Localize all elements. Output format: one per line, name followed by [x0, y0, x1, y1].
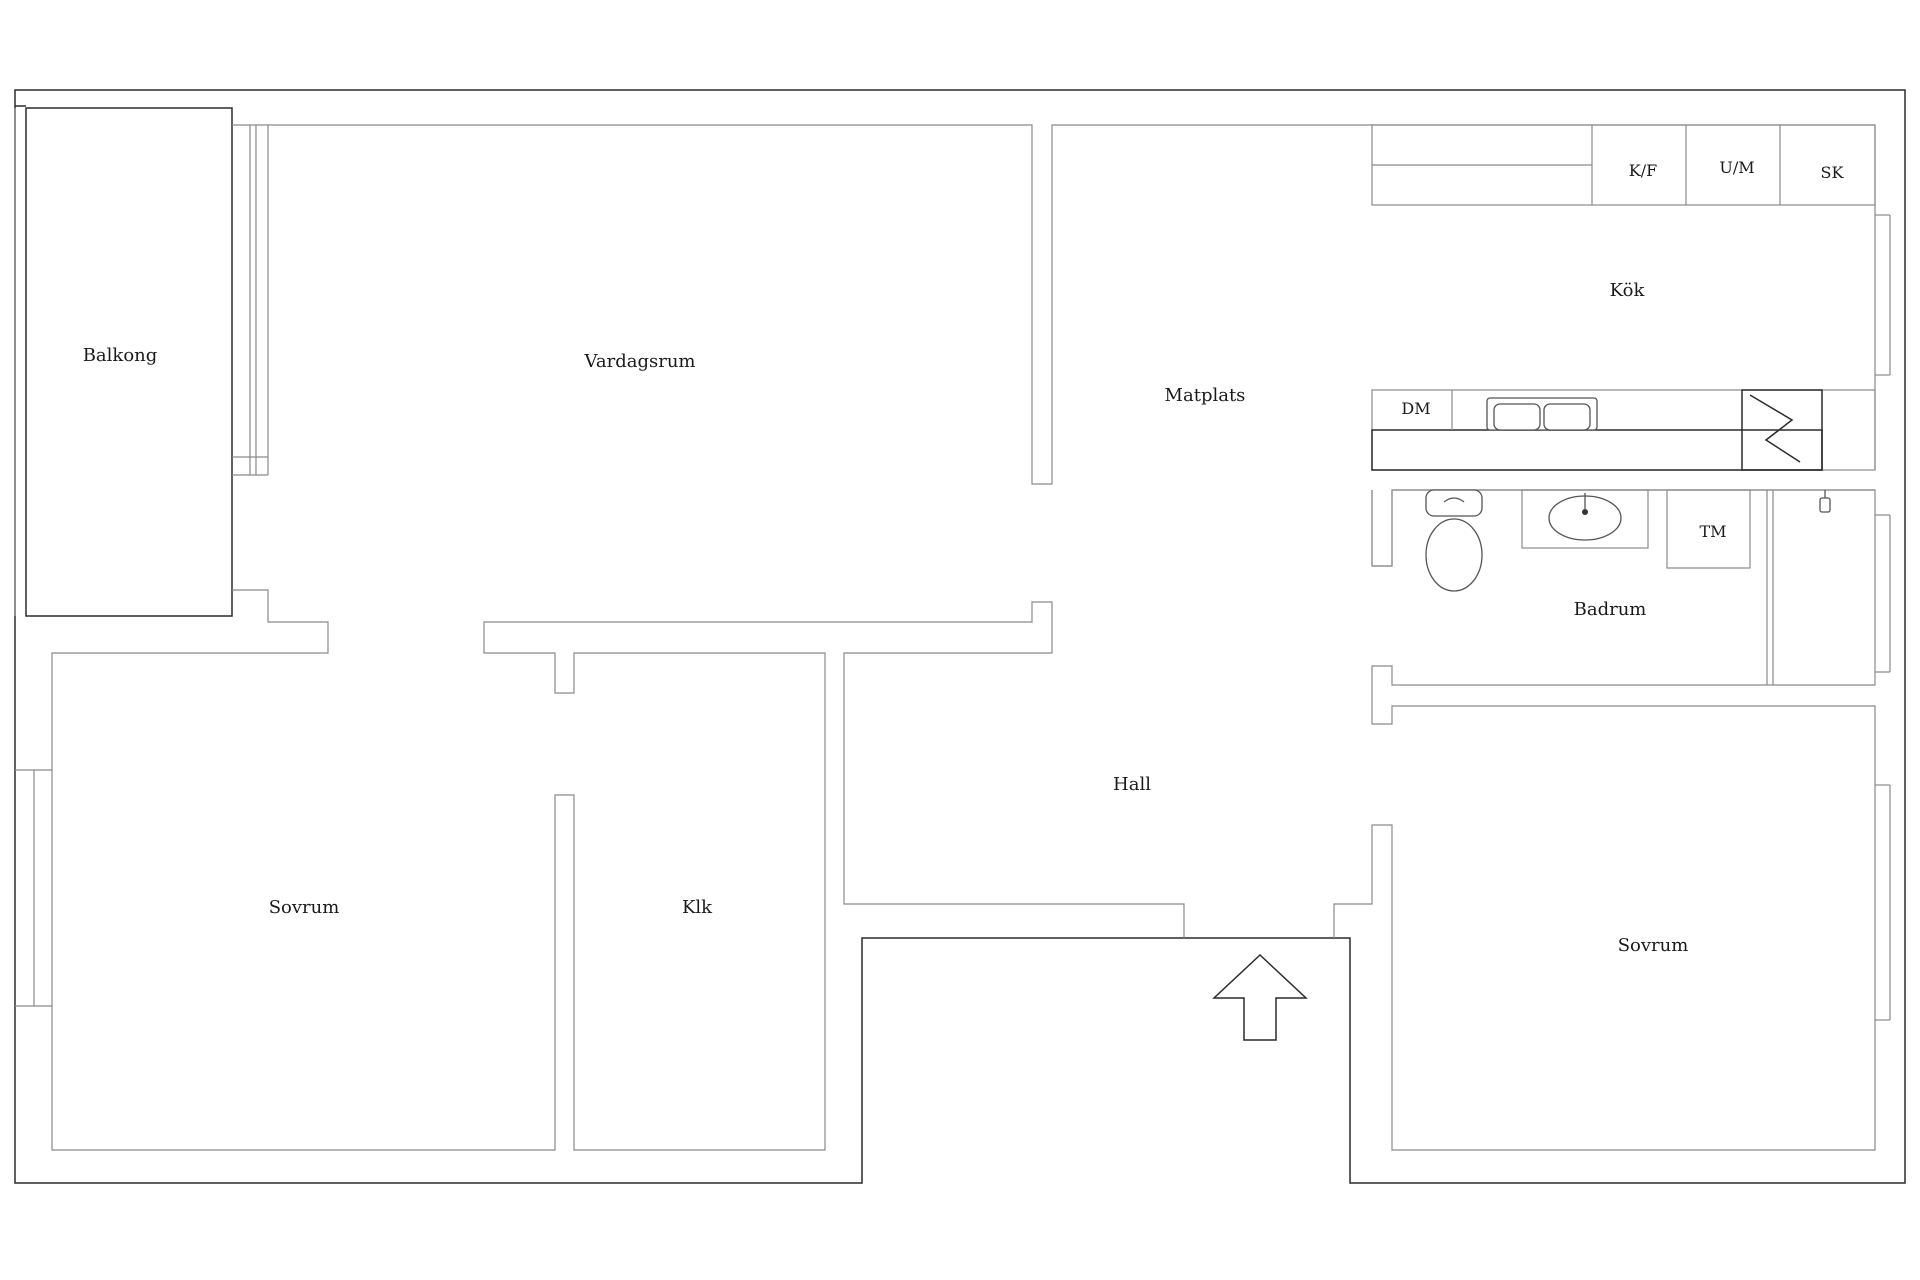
room-label-kok: Kök	[1610, 280, 1646, 301]
up-arrow-icon	[1212, 953, 1308, 1041]
room-label-sovrum-right: Sovrum	[1618, 935, 1689, 956]
fixture-label-um: U/M	[1719, 158, 1754, 177]
room-label-balkong: Balkong	[83, 345, 158, 366]
fixture-label-kf: K/F	[1629, 161, 1657, 180]
fixture-label-dm: DM	[1401, 399, 1430, 418]
room-label-hall: Hall	[1113, 774, 1151, 795]
bathroom-fixtures	[1371, 489, 1875, 592]
faucet-icon	[1819, 490, 1831, 513]
toilet-icon	[1425, 489, 1483, 592]
room-label-sovrum-left: Sovrum	[269, 897, 340, 918]
room-label-badrum: Badrum	[1574, 599, 1647, 620]
washbasin-icon	[1521, 489, 1649, 549]
double-sink-icon	[1486, 397, 1598, 431]
fixture-label-sk: SK	[1821, 163, 1845, 182]
stove-icon	[1741, 389, 1823, 471]
balcony-area	[14, 107, 269, 617]
interior-walls	[15, 124, 1891, 1151]
fixture-label-tm: TM	[1699, 522, 1726, 541]
room-label-klk: Klk	[682, 897, 713, 918]
room-label-vardagsrum: Vardagsrum	[584, 351, 696, 372]
outer-walls	[14, 89, 1906, 1184]
room-label-matplats: Matplats	[1165, 385, 1246, 406]
kitchen-units	[1371, 124, 1876, 471]
